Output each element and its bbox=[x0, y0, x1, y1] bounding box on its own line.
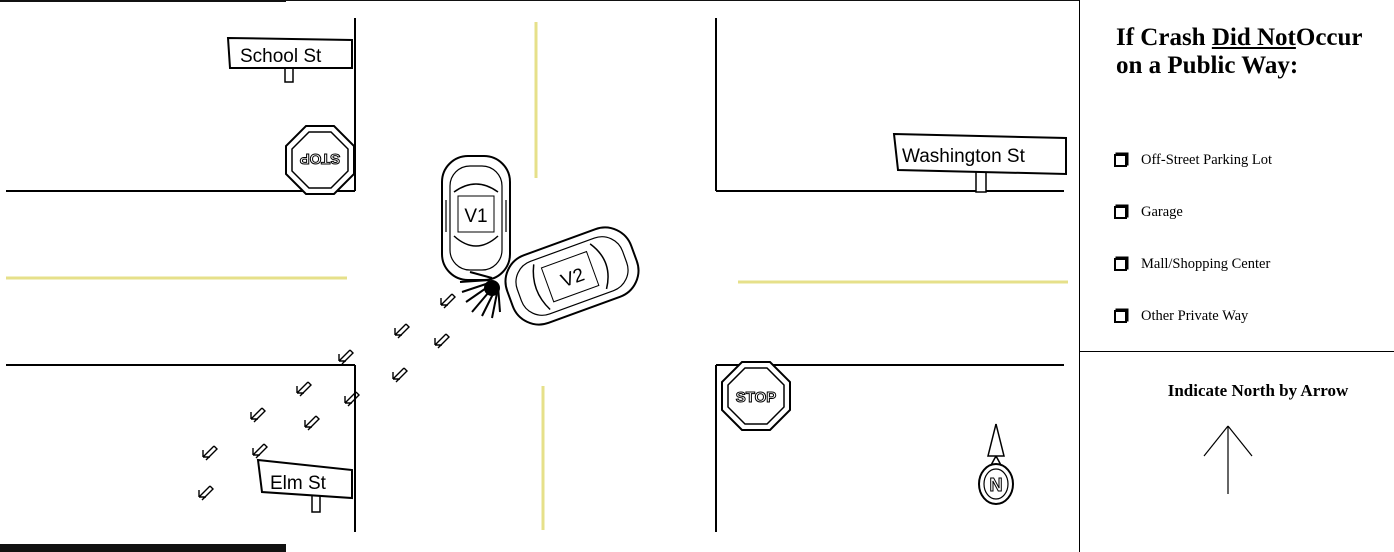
north-label: Indicate North by Arrow bbox=[1167, 381, 1349, 400]
bottom-left-bar bbox=[0, 544, 286, 552]
street-label-elm: Elm St bbox=[270, 473, 327, 494]
option-garage[interactable]: Garage bbox=[1114, 204, 1183, 221]
center-lines bbox=[6, 22, 1068, 530]
street-sign-washington: Washington St bbox=[892, 132, 1067, 193]
vehicle-v1-label: V1 bbox=[464, 206, 487, 227]
compass-letter: N bbox=[990, 475, 1003, 495]
impact-burst bbox=[459, 271, 501, 319]
debris-arrow-icon bbox=[202, 445, 218, 461]
north-arrow-icon[interactable] bbox=[1198, 420, 1258, 500]
north-compass-icon: N bbox=[978, 423, 1014, 505]
debris-arrow-icon bbox=[440, 293, 456, 309]
checkbox-icon[interactable] bbox=[1114, 310, 1127, 323]
debris-arrow-icon bbox=[252, 443, 268, 459]
option-label: Mall/Shopping Center bbox=[1141, 256, 1271, 272]
stop-sign-se: STOP bbox=[721, 361, 791, 431]
street-label-school: School St bbox=[240, 46, 322, 67]
vehicle-v1: V1 bbox=[441, 155, 511, 281]
top-border bbox=[286, 0, 1080, 1]
debris-arrows bbox=[198, 293, 456, 501]
option-off-street-parking[interactable]: Off-Street Parking Lot bbox=[1114, 152, 1272, 169]
stop-sign-nw-text: STOP bbox=[300, 150, 341, 167]
street-label-washington: Washington St bbox=[902, 146, 1026, 167]
street-sign-school: School St bbox=[226, 36, 353, 83]
option-mall[interactable]: Mall/Shopping Center bbox=[1114, 256, 1270, 273]
panel-title: If Crash Did NotOccur on a Public Way: bbox=[1116, 24, 1363, 80]
debris-arrow-icon bbox=[344, 391, 360, 407]
debris-arrow-icon bbox=[392, 367, 408, 383]
option-label: Other Private Way bbox=[1141, 308, 1249, 324]
debris-arrow-icon bbox=[250, 407, 266, 423]
debris-arrow-icon bbox=[296, 381, 312, 397]
option-label: Garage bbox=[1141, 204, 1183, 220]
panel-title-underlined: Did Not bbox=[1211, 24, 1296, 51]
stop-sign-se-text: STOP bbox=[736, 389, 777, 406]
debris-arrow-icon bbox=[394, 323, 410, 339]
checkbox-icon[interactable] bbox=[1114, 258, 1127, 271]
debris-arrow-icon bbox=[198, 485, 214, 501]
option-other-private-way[interactable]: Other Private Way bbox=[1114, 308, 1248, 325]
panel-title-prefix: If Crash bbox=[1116, 24, 1212, 51]
debris-arrow-icon bbox=[338, 349, 354, 365]
crash-diagram: School St Washington St Elm St STOP STOP… bbox=[6, 18, 1068, 532]
debris-arrow-icon bbox=[304, 415, 320, 431]
checkbox-icon[interactable] bbox=[1114, 206, 1127, 219]
panel-title-suffix: Occur bbox=[1295, 24, 1363, 51]
street-sign-elm: Elm St bbox=[256, 458, 353, 513]
top-left-bar bbox=[0, 0, 286, 2]
side-panel: If Crash Did NotOccur on a Public Way: O… bbox=[1079, 0, 1394, 552]
checkbox-icon[interactable] bbox=[1114, 154, 1127, 167]
stop-sign-nw: STOP bbox=[285, 125, 355, 195]
option-label: Off-Street Parking Lot bbox=[1141, 152, 1273, 168]
debris-arrow-icon bbox=[434, 333, 450, 349]
vehicle-v2: V2 bbox=[504, 226, 640, 326]
panel-title-line2: on a Public Way: bbox=[1116, 52, 1299, 79]
panel-divider bbox=[1080, 351, 1394, 352]
